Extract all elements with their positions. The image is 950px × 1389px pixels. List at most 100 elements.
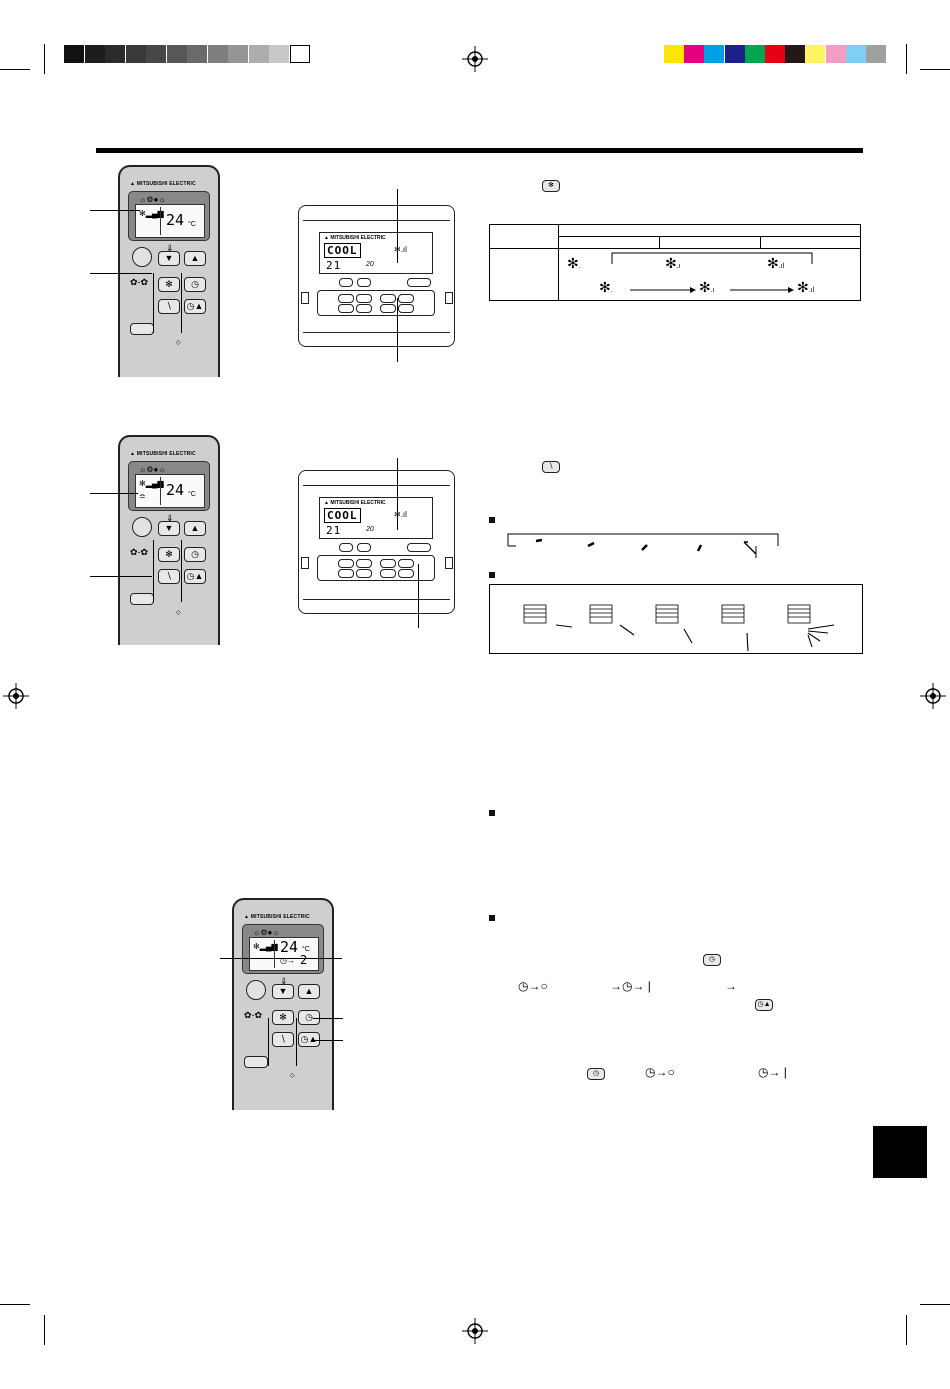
temp-down-button[interactable]: ▼ bbox=[158, 521, 180, 536]
mode-button[interactable] bbox=[338, 294, 354, 303]
on-off-button[interactable] bbox=[407, 543, 431, 552]
section-bullet bbox=[489, 517, 495, 523]
wired-remote-controller: ▲ MITSUBISHI ELECTRIC COOL 21 20 ✻.ıl bbox=[298, 205, 455, 347]
frame-line bbox=[303, 599, 450, 600]
louver-positions-diagram bbox=[523, 604, 835, 652]
check-button[interactable] bbox=[356, 569, 372, 578]
color-swatch bbox=[724, 45, 745, 63]
temp-up-button[interactable] bbox=[357, 278, 371, 287]
power-button[interactable] bbox=[132, 517, 152, 537]
timer-off-button[interactable]: ◷▲ bbox=[298, 1032, 320, 1047]
remote-lcd: ✻▂▄▆ 24 °C ◷→ 2 bbox=[249, 937, 319, 971]
callout-line bbox=[153, 273, 154, 333]
section-bullet bbox=[489, 810, 495, 816]
timer-off-icon: ◷▲ bbox=[755, 999, 773, 1011]
registration-mark-icon bbox=[462, 1318, 488, 1344]
temp-up-button[interactable]: ▲ bbox=[184, 521, 206, 536]
gray-swatch bbox=[248, 45, 269, 63]
louver-button[interactable] bbox=[380, 304, 396, 313]
frame-line bbox=[303, 485, 450, 486]
color-swatch bbox=[664, 45, 684, 63]
timer-button[interactable] bbox=[356, 559, 372, 568]
power-button[interactable] bbox=[132, 247, 152, 267]
timer-on-button[interactable]: ◷ bbox=[184, 547, 206, 562]
ventilation-button[interactable] bbox=[398, 304, 414, 313]
check-button[interactable] bbox=[356, 304, 372, 313]
vane-button[interactable]: ∖ bbox=[272, 1032, 294, 1047]
temp-down-button[interactable] bbox=[339, 278, 353, 287]
wired-lcd: ▲ MITSUBISHI ELECTRIC COOL 21 20 ✻.ıl bbox=[319, 232, 433, 274]
reset-hole: ◇ bbox=[176, 340, 181, 346]
check-button[interactable] bbox=[130, 323, 154, 335]
fan-button[interactable]: ✻ bbox=[158, 547, 180, 562]
hinge-left bbox=[301, 292, 309, 304]
temp-down-button[interactable] bbox=[339, 543, 353, 552]
color-swatch bbox=[845, 45, 866, 63]
callout-line bbox=[90, 493, 138, 494]
temperature-unit: °C bbox=[188, 221, 196, 228]
fan-speed-button[interactable] bbox=[380, 559, 396, 568]
timer-on-button[interactable]: ◷ bbox=[184, 277, 206, 292]
callout-line bbox=[313, 1018, 343, 1019]
gray-swatch bbox=[289, 45, 310, 63]
crop-mark bbox=[44, 1315, 45, 1345]
registration-mark-icon bbox=[3, 683, 29, 709]
timer-off-button[interactable]: ◷▲ bbox=[184, 569, 206, 584]
check-button[interactable] bbox=[244, 1056, 268, 1068]
ventilation-button[interactable] bbox=[398, 569, 414, 578]
vane-button[interactable]: ∖ bbox=[158, 299, 180, 314]
color-swatch bbox=[785, 45, 806, 63]
temp-up-button[interactable]: ▲ bbox=[184, 251, 206, 266]
test-button[interactable] bbox=[338, 569, 354, 578]
room-temp-display: 20 bbox=[366, 261, 374, 268]
callout-line bbox=[181, 540, 182, 602]
crop-mark bbox=[906, 44, 907, 74]
gray-swatch bbox=[207, 45, 228, 63]
temp-down-button[interactable]: ▼ bbox=[272, 984, 294, 999]
wired-remote-controller: ▲ MITSUBISHI ELECTRIC COOL 21 20 ✻.ıl bbox=[298, 470, 455, 614]
fan-speed-table: ✻. ✻.ı ✻.ıl ✻. ✻.ı ✻.ıl bbox=[489, 223, 861, 301]
temperature-unit: °C bbox=[188, 491, 196, 498]
mode-display: COOL bbox=[324, 508, 361, 523]
callout-line bbox=[418, 564, 419, 628]
vane-button[interactable] bbox=[398, 559, 414, 568]
fan-button[interactable]: ✻ bbox=[272, 1010, 294, 1025]
power-button[interactable] bbox=[246, 980, 266, 1000]
fan-speed-button[interactable] bbox=[380, 294, 396, 303]
test-button[interactable] bbox=[338, 304, 354, 313]
timer-value: 2 bbox=[300, 953, 308, 967]
fan-button[interactable]: ✻ bbox=[158, 277, 180, 292]
timer-off-sequence: ◷→ | bbox=[758, 1065, 787, 1079]
brand-logo: ▲ MITSUBISHI ELECTRIC bbox=[324, 235, 386, 241]
header-rule bbox=[96, 148, 863, 153]
mode-button[interactable] bbox=[338, 559, 354, 568]
frame-line bbox=[303, 332, 450, 333]
vane-button[interactable] bbox=[398, 294, 414, 303]
louver-button[interactable] bbox=[380, 569, 396, 578]
check-button[interactable] bbox=[130, 593, 154, 605]
timer-button[interactable] bbox=[356, 294, 372, 303]
set-temp-display: 21 bbox=[326, 259, 342, 272]
crop-mark bbox=[906, 1315, 907, 1345]
lcd-window: ☼⚙●☼ ✻▂▄▆ 24 °C bbox=[128, 191, 210, 241]
callout-line bbox=[90, 210, 140, 211]
set-temperature: 24 bbox=[166, 211, 185, 229]
vane-button[interactable]: ∖ bbox=[158, 569, 180, 584]
timer-off-button[interactable]: ◷▲ bbox=[184, 299, 206, 314]
arrow-icon: → bbox=[725, 979, 737, 993]
temp-down-button[interactable]: ▼ bbox=[158, 251, 180, 266]
hinge-right bbox=[445, 292, 453, 304]
remote-lcd: ✻▂▄▆ ≏ 24 °C bbox=[135, 474, 205, 508]
timer-on-button[interactable]: ◷ bbox=[298, 1010, 320, 1025]
temperature-unit: °C bbox=[302, 946, 310, 953]
gray-swatch bbox=[166, 45, 187, 63]
temp-up-button[interactable] bbox=[357, 543, 371, 552]
gray-swatch bbox=[187, 45, 207, 63]
temp-up-button[interactable]: ▲ bbox=[298, 984, 320, 999]
set-temperature: 24 bbox=[166, 481, 185, 499]
on-off-button[interactable] bbox=[407, 278, 431, 287]
lcd-divider bbox=[160, 477, 161, 505]
button-panel bbox=[317, 555, 435, 581]
section-bullet bbox=[489, 572, 495, 578]
fan-speed-icon: ✻▂▄▆ bbox=[253, 942, 278, 951]
